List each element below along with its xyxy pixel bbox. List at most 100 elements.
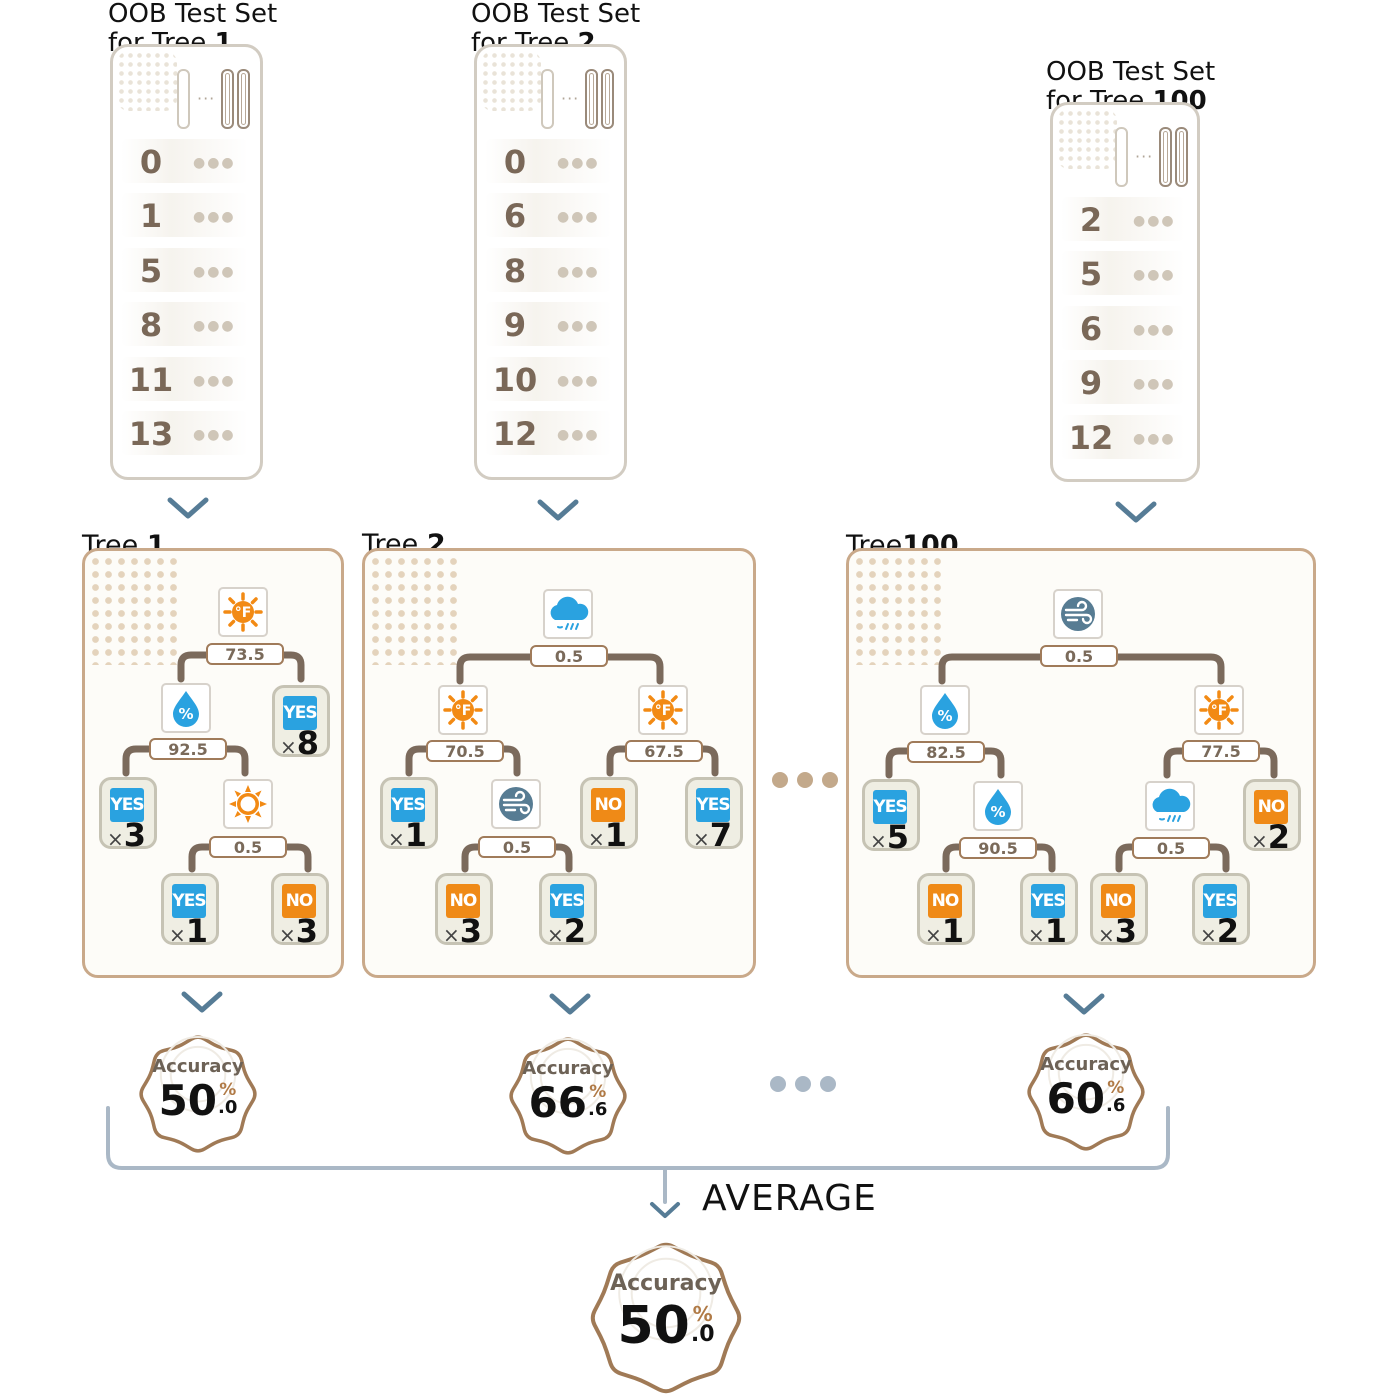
oob-card-2: ··· 0●●●6●●●8●●●9●●●10●●●12●●● <box>474 44 627 480</box>
oob-row-background <box>485 247 612 292</box>
oob-row-index: 0 <box>503 143 527 181</box>
leaf-count: ×3 <box>1098 912 1137 950</box>
oob-row-index: 10 <box>492 360 538 399</box>
threshold-label: 0.5 <box>209 836 287 858</box>
row-ellipsis-icon: ●●● <box>557 427 600 443</box>
percent-sign: % <box>692 1302 713 1326</box>
leaf-count-value: 1 <box>941 912 965 950</box>
tree-panel-2: 0.5 °F 70.5 °F 67.5 0.5 YES×1 NO×1 YES×7… <box>362 548 756 978</box>
feature-column-icon <box>1115 127 1128 187</box>
rain-cloud-icon <box>546 594 590 634</box>
threshold-label: 90.5 <box>959 837 1037 859</box>
yes-label: YES <box>283 696 318 730</box>
row-ellipsis-icon: ●●● <box>1133 376 1176 393</box>
accuracy-integer: 50 <box>158 1076 218 1125</box>
leaf-count-value: 3 <box>1114 912 1138 950</box>
row-ellipsis-icon: ●●● <box>557 155 600 171</box>
humidity-drop-icon: % <box>925 690 965 730</box>
times-symbol: × <box>443 923 460 947</box>
leaf-node: YES×2 <box>539 873 597 950</box>
times-symbol: × <box>547 923 564 947</box>
chevron-down-icon <box>537 499 579 521</box>
oob-row-index: 6 <box>503 197 527 236</box>
svg-text:%: % <box>937 707 952 725</box>
leaf-count: ×2 <box>547 912 586 950</box>
chevron-down-icon <box>167 497 209 519</box>
yes-label: YES <box>391 788 426 822</box>
accuracy-value: 50%.0 <box>588 1296 744 1356</box>
rain-cloud-icon <box>1148 786 1192 826</box>
decor-dots <box>117 51 177 111</box>
leaf-node: YES×3 <box>99 777 157 854</box>
badge-shape <box>590 1242 742 1394</box>
leaf-count: ×1 <box>588 816 627 854</box>
times-symbol: × <box>280 735 297 759</box>
split-node: % <box>973 781 1023 831</box>
sun-icon <box>228 784 268 824</box>
leaf-node: NO×3 <box>435 873 493 950</box>
leaf-count: ×1 <box>169 912 208 950</box>
threshold-label: 73.5 <box>206 643 284 665</box>
leaf-node: NO×3 <box>271 873 329 950</box>
no-label: NO <box>591 788 625 822</box>
leaf-count: ×3 <box>279 912 318 950</box>
oob-card-100: ··· 2●●●5●●●6●●●9●●●12●●● <box>1050 102 1200 482</box>
row-ellipsis-icon: ●●● <box>557 209 600 226</box>
accuracy-decimal: .0 <box>218 1097 238 1118</box>
leaf-node: YES×1 <box>1020 873 1078 950</box>
ellipsis-dot <box>795 1076 811 1092</box>
decor-dots <box>1057 109 1117 169</box>
accuracy-decimal: .6 <box>588 1099 608 1120</box>
leaf-count: ×2 <box>1200 912 1239 950</box>
no-label: NO <box>282 884 316 918</box>
row-ellipsis-icon: ●●● <box>1133 430 1176 447</box>
accuracy-fraction: %.0 <box>691 1296 715 1346</box>
ellipsis-icon: ··· <box>197 89 216 108</box>
feature-column-icon <box>177 69 190 129</box>
oob-row-background <box>121 139 248 183</box>
average-bracket <box>106 1106 1170 1218</box>
oob-title-1: OOB Test Set for Tree 1 <box>108 0 278 58</box>
row-ellipsis-icon: ●●● <box>557 318 600 335</box>
yes-label: YES <box>1031 884 1066 918</box>
humidity-drop-icon: % <box>166 688 206 728</box>
leaf-node: YES×1 <box>161 873 219 950</box>
row-ellipsis-icon: ●●● <box>193 318 236 335</box>
leaf-count-value: 2 <box>563 912 587 950</box>
accuracy-label: Accuracy <box>1040 1054 1132 1075</box>
leaf-node: NO×1 <box>580 777 638 854</box>
leaf-node: YES×2 <box>1192 873 1250 950</box>
leaf-count-value: 1 <box>185 912 209 950</box>
decor-dots <box>481 51 541 111</box>
yes-label: YES <box>696 788 731 822</box>
times-symbol: × <box>388 827 405 851</box>
accuracy-value: 50%.0 <box>136 1076 260 1125</box>
oob-row-index: 12 <box>492 415 538 453</box>
yes-label: YES <box>873 790 908 824</box>
feature-column-icon <box>221 69 234 129</box>
leaf-count-value: 3 <box>295 912 319 950</box>
oob-row-index: 2 <box>1079 201 1103 239</box>
threshold-label: 67.5 <box>625 740 703 762</box>
no-label: NO <box>446 884 480 918</box>
wind-icon <box>1058 594 1098 634</box>
split-node-root <box>543 589 593 639</box>
threshold-label: 82.5 <box>907 741 985 763</box>
feature-column-icon <box>1159 127 1172 187</box>
oob-row-background <box>1061 197 1185 241</box>
oob-title-2: OOB Test Set for Tree 2 <box>471 0 641 58</box>
oob-row-background <box>121 356 248 401</box>
row-ellipsis-icon: ●●● <box>193 372 236 389</box>
oob-row-index: 1 <box>139 197 163 236</box>
leaf-count-value: 3 <box>123 816 147 854</box>
oob-row-background <box>1061 414 1185 459</box>
split-node: °F <box>438 685 488 735</box>
badge-shape <box>509 1037 627 1155</box>
leaf-count-value: 5 <box>886 818 910 856</box>
accuracy-label: Accuracy <box>152 1056 244 1077</box>
no-label: NO <box>928 884 962 918</box>
leaf-count-value: 8 <box>296 724 320 762</box>
feature-column-icon <box>237 69 250 129</box>
